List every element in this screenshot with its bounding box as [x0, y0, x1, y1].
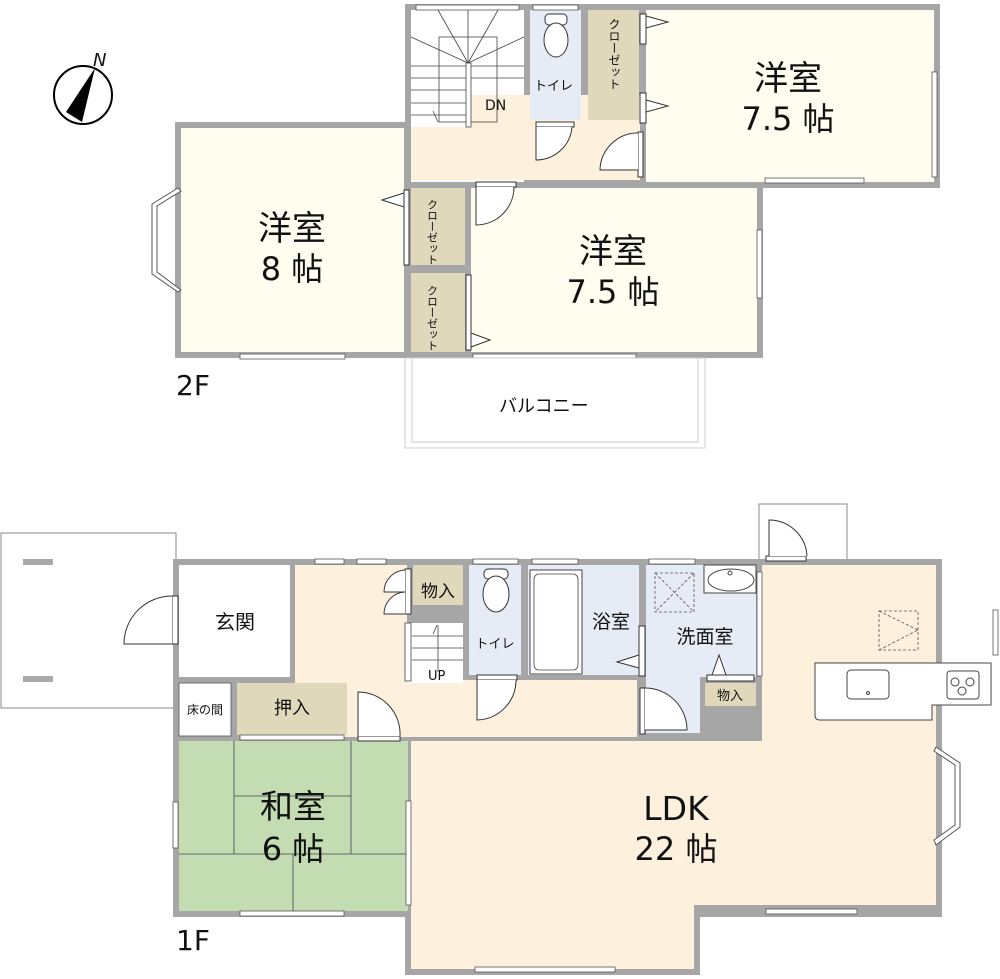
fridge-space-icon	[878, 610, 919, 651]
closet-2f-top	[588, 10, 639, 120]
kitchen-counter-icon	[814, 662, 992, 721]
doors-1f	[123, 519, 808, 742]
tokonoma-label: 床の間	[187, 703, 223, 717]
floor-2f-label: 2F	[176, 369, 210, 402]
washitsu-size: 6 帖	[262, 830, 325, 868]
bath-label: 浴室	[592, 611, 630, 633]
western-75-center-name: 洋室	[579, 232, 647, 272]
stairs-up-label: UP	[428, 669, 446, 684]
tatami-lines	[179, 741, 408, 911]
storage-hall-label: 物入	[421, 582, 455, 602]
washitsu-name: 和室	[260, 787, 326, 826]
compass-icon: N	[53, 50, 113, 125]
floor-1f-label: 1F	[176, 924, 210, 957]
stairs-dn-label: DN	[485, 98, 506, 114]
tokonoma	[178, 682, 232, 737]
ldk-size: 22 帖	[635, 830, 718, 868]
floor-2f: DN トイレ クローゼット クローゼット クローゼット	[151, 4, 940, 449]
stairs-2f-icon	[410, 9, 525, 128]
bay-window-2f	[151, 187, 182, 293]
floor-1f: UP	[0, 503, 999, 975]
storage-wash	[705, 683, 756, 706]
stairs-1f-icon	[404, 622, 463, 682]
room-western-8	[181, 128, 404, 352]
storage-hall	[413, 565, 463, 605]
closet-2f-mid-label: クローゼット	[426, 199, 439, 265]
toilet-2f-icon	[543, 13, 569, 58]
western-8-size: 8 帖	[261, 250, 324, 288]
storage-wash-label: 物入	[717, 689, 743, 704]
toilet-1f-icon	[482, 568, 510, 613]
washroom-label: 洗面室	[676, 626, 733, 648]
toilet-1f-label: トイレ	[475, 637, 514, 652]
ldk-name: LDK	[643, 789, 710, 828]
entrance-label: 玄関	[215, 610, 255, 634]
room-western-75-center	[471, 188, 757, 352]
western-75-right-size: 7.5 帖	[741, 100, 834, 138]
room-washitsu	[179, 741, 408, 911]
closet-2f-low-label: クローゼット	[426, 285, 439, 351]
western-8-name: 洋室	[258, 209, 326, 249]
compass-label: N	[93, 50, 106, 71]
doors-2f	[475, 121, 644, 226]
bay-window-1f	[933, 746, 961, 846]
door-markers-2f	[380, 13, 670, 351]
room-entrance	[179, 565, 290, 677]
washer-space-icon	[654, 572, 695, 613]
washbasin-icon	[703, 564, 757, 594]
oshiire	[237, 683, 347, 735]
closet-2f-mid	[411, 188, 465, 265]
closet-2f-low	[411, 273, 465, 352]
oshiire-label: 押入	[274, 698, 310, 719]
western-75-center-size: 7.5 帖	[566, 273, 659, 311]
toilet-2f-label: トイレ	[534, 79, 573, 94]
balcony-label: バルコニー	[499, 396, 589, 417]
room-ldk	[411, 741, 936, 905]
windows-1f	[172, 558, 999, 973]
balcony: バルコニー	[404, 357, 706, 449]
western-75-right-name: 洋室	[754, 59, 822, 99]
room-western-75-right	[646, 10, 934, 182]
closet-2f-top-label: クローゼット	[607, 18, 621, 90]
